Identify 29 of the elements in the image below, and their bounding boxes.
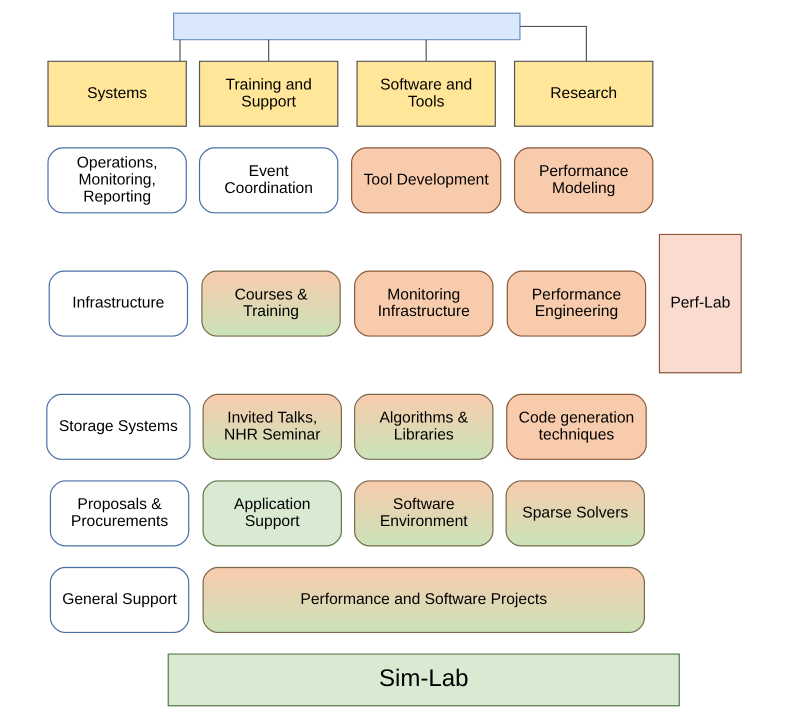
node-box: Sparse Solvers [506, 480, 645, 546]
node-box: Infrastructure [48, 270, 188, 337]
node-box: Algorithms & Libraries [354, 394, 494, 460]
node-box: Systems [47, 60, 187, 127]
node-box: Performance Modeling [514, 147, 654, 214]
node-box: Tool Development [351, 147, 502, 214]
node-box: Code generation techniques [506, 394, 647, 460]
connector [179, 40, 181, 61]
node-box: Performance and Software Projects [202, 566, 645, 634]
node-box: General Support [50, 566, 190, 634]
node-box: Software Environment [354, 480, 494, 546]
node-box: Storage Systems [46, 394, 190, 460]
connector [520, 26, 587, 62]
node-box: Training and Support [198, 60, 338, 127]
node-box: Software and Tools [356, 60, 496, 127]
node-box: Monitoring Infrastructure [354, 270, 494, 337]
node-box: Invited Talks, NHR Seminar [202, 394, 342, 460]
node-box: Courses & Training [201, 270, 341, 337]
node-box: Application Support [202, 480, 342, 546]
node-box: Proposals & Procurements [50, 480, 190, 546]
node-box: Perf-Lab [658, 234, 742, 374]
node-box: Performance Engineering [506, 270, 646, 337]
node-box [173, 12, 521, 40]
connector [426, 40, 427, 61]
node-box: Sim-Lab [168, 653, 680, 706]
node-box: Event Coordination [198, 147, 338, 214]
node-box: Research [514, 60, 654, 127]
node-box: Operations, Monitoring, Reporting [47, 147, 187, 214]
connector [268, 40, 270, 61]
